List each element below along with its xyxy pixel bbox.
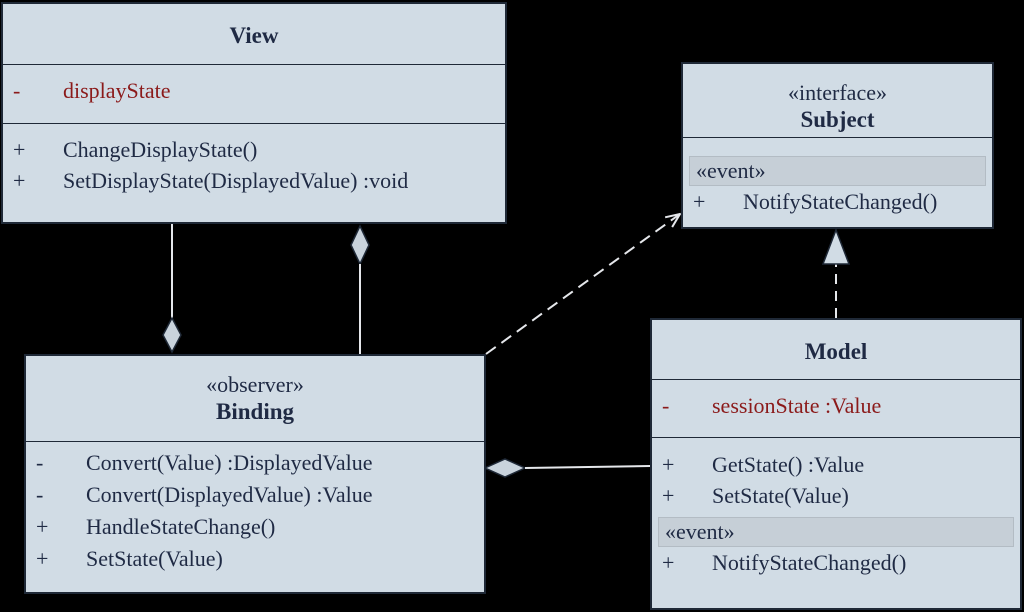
- model-operation-row: + SetState(Value): [652, 480, 1020, 511]
- subject-header: «interface» Subject: [683, 64, 992, 138]
- model-event-label: «event»: [658, 517, 1014, 547]
- visibility-marker: +: [693, 189, 706, 214]
- subject-event-section: «event» + NotifyStateChanged(): [683, 138, 992, 217]
- realization-triangle: [821, 227, 851, 265]
- model-event-section: «event» + NotifyStateChanged(): [652, 511, 1020, 578]
- model-header: Model: [652, 320, 1020, 380]
- operation-text: SetState(Value): [86, 546, 223, 571]
- model-event-row: + NotifyStateChanged(): [652, 547, 1020, 578]
- binding-subject-dependency-line: [485, 214, 680, 355]
- view-class-name: View: [229, 23, 279, 48]
- event-text: NotifyStateChanged(): [743, 189, 938, 214]
- view-operation-row: + ChangeDisplayState(): [3, 134, 505, 165]
- binding-operation-row: + HandleStateChange(): [26, 511, 484, 543]
- visibility-marker: +: [662, 452, 675, 477]
- subject-interface[interactable]: «interface» Subject «event» + NotifyStat…: [681, 62, 994, 229]
- view-operation-row: + SetDisplayState(DisplayedValue) :void: [3, 165, 505, 196]
- aggregation-diamond: [350, 224, 370, 266]
- visibility-marker: -: [36, 482, 44, 507]
- view-class[interactable]: View - displayState + ChangeDisplayState…: [1, 2, 507, 224]
- visibility-marker: +: [13, 137, 26, 162]
- view-operations: + ChangeDisplayState() + SetDisplayState…: [3, 124, 505, 196]
- visibility-marker: +: [36, 514, 49, 539]
- model-operations: + GetState() :Value + SetState(Value): [652, 438, 1020, 511]
- model-class-name: Model: [804, 339, 868, 364]
- subject-event-label: «event»: [689, 156, 986, 186]
- attribute-text: displayState: [63, 78, 171, 103]
- visibility-marker: +: [13, 168, 26, 193]
- operation-text: HandleStateChange(): [86, 514, 276, 539]
- operation-text: SetState(Value): [712, 483, 849, 508]
- operation-text: GetState() :Value: [712, 452, 865, 477]
- binding-class[interactable]: «observer» Binding - Convert(Value) :Dis…: [24, 354, 486, 594]
- model-operation-row: + GetState() :Value: [652, 449, 1020, 480]
- binding-class-name: Binding: [216, 399, 294, 424]
- model-binding-aggregation-line: [524, 465, 651, 469]
- view-attributes: - displayState: [3, 65, 505, 124]
- operation-text: SetDisplayState(DisplayedValue) :void: [63, 168, 409, 193]
- subject-event-row: + NotifyStateChanged(): [683, 186, 992, 217]
- visibility-marker: +: [662, 550, 675, 575]
- view-header: View: [3, 4, 505, 65]
- visibility-marker: -: [13, 78, 21, 103]
- visibility-marker: -: [662, 393, 670, 418]
- binding-operation-row: - Convert(Value) :DisplayedValue: [26, 447, 484, 479]
- binding-stereotype: «observer»: [206, 372, 304, 397]
- binding-operations: - Convert(Value) :DisplayedValue - Conve…: [26, 442, 484, 575]
- operation-text: Convert(DisplayedValue) :Value: [86, 482, 373, 507]
- binding-operation-row: - Convert(DisplayedValue) :Value: [26, 479, 484, 511]
- event-text: NotifyStateChanged(): [712, 550, 907, 575]
- visibility-marker: -: [36, 450, 44, 475]
- operation-text: ChangeDisplayState(): [63, 137, 258, 162]
- model-class[interactable]: Model - sessionState :Value + GetState()…: [650, 318, 1022, 610]
- operation-text: Convert(Value) :DisplayedValue: [86, 450, 373, 475]
- model-attributes: - sessionState :Value: [652, 380, 1020, 438]
- attribute-text: sessionState :Value: [712, 393, 882, 418]
- subject-class-name: Subject: [800, 107, 875, 132]
- visibility-marker: +: [36, 546, 49, 571]
- binding-operation-row: + SetState(Value): [26, 543, 484, 575]
- visibility-marker: +: [662, 483, 675, 508]
- subject-stereotype: «interface»: [788, 80, 887, 105]
- model-aggregation-diamond: [483, 458, 527, 478]
- composition-diamond: [162, 316, 182, 354]
- binding-header: «observer» Binding: [26, 356, 484, 442]
